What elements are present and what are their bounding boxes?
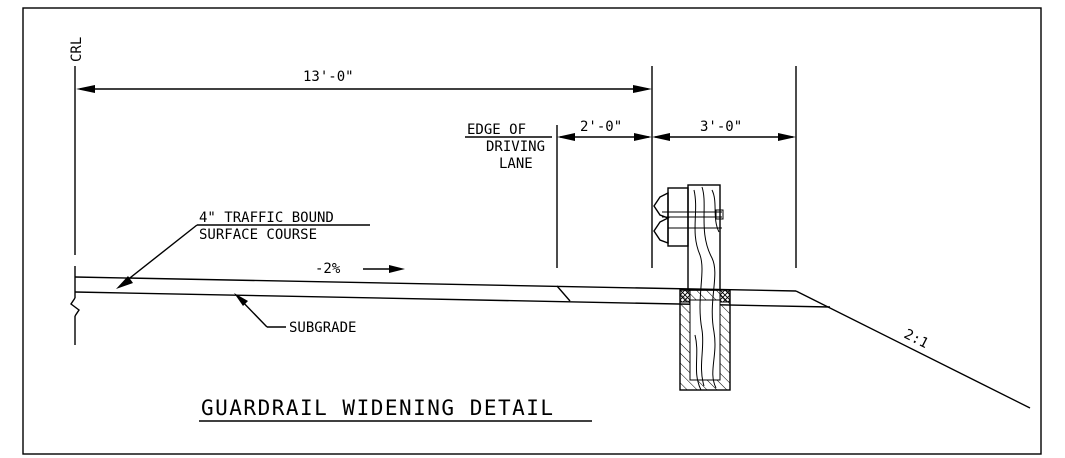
dimension-edge-to-post-label: 2'-0" (580, 119, 622, 135)
side-slope-line (795, 290, 1031, 409)
leader-arrow-icon (116, 276, 133, 289)
slope-arrow-icon (389, 265, 405, 273)
dimension-overall: 13'-0" (76, 69, 652, 93)
dimension-arrow-icon (557, 133, 575, 141)
dimension-overall-label: 13'-0" (303, 69, 354, 85)
slope-indicator: -2% (315, 261, 405, 277)
dimension-arrow-icon (634, 133, 652, 141)
dimension-post-to-hinge: 3'-0" (652, 119, 796, 141)
surface-course-line-2: SURFACE COURSE (199, 227, 317, 243)
surface-top-line (74, 276, 797, 292)
edge-label-line-2: DRIVING (486, 139, 545, 155)
dimension-arrow-icon (652, 133, 670, 141)
dimension-arrow-icon (76, 85, 95, 93)
guardrail-post-icon (653, 184, 731, 391)
subgrade-label: SUBGRADE (289, 320, 356, 336)
side-slope-label: 2:1 (901, 326, 931, 352)
drawing-border (22, 7, 1042, 455)
centerline-label: CRL (69, 37, 85, 62)
dimension-edge-to-post: 2'-0" (557, 119, 652, 141)
break-line-icon (70, 266, 80, 345)
roadway-section (74, 276, 1031, 409)
leader-arrow-icon (234, 293, 248, 306)
edge-of-driving-lane-label: EDGE OF DRIVING LANE (465, 122, 552, 172)
drawing-title: GUARDRAIL WIDENING DETAIL (201, 396, 555, 420)
edge-label-line-1: EDGE OF (467, 122, 526, 138)
surface-course-callout: 4" TRAFFIC BOUND SURFACE COURSE (116, 210, 370, 289)
dimension-arrow-icon (633, 85, 652, 93)
edge-label-line-3: LANE (499, 156, 533, 172)
surface-course-line-1: 4" TRAFFIC BOUND (199, 210, 334, 226)
dimension-arrow-icon (778, 133, 796, 141)
dimension-post-to-hinge-label: 3'-0" (700, 119, 742, 135)
edge-of-lane-joint (556, 285, 571, 302)
slope-label: -2% (315, 261, 341, 277)
subgrade-callout: SUBGRADE (234, 293, 356, 336)
